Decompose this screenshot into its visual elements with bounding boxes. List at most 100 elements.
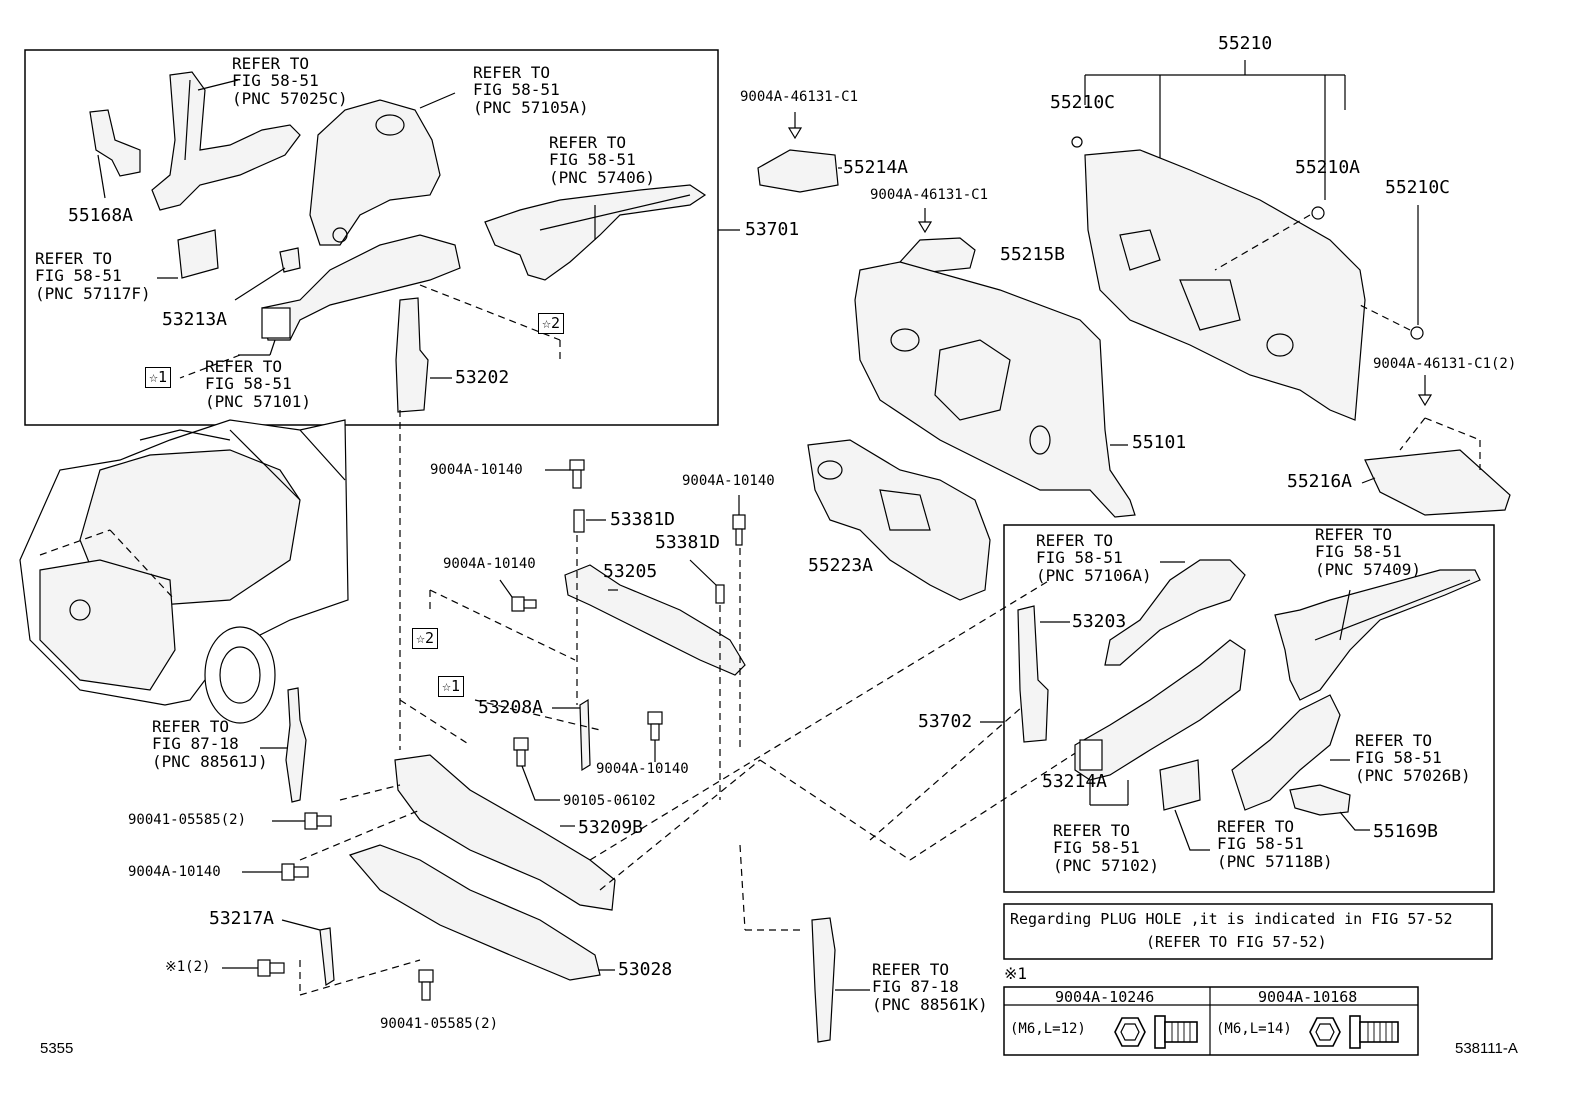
bolt-table-part-1: 9004A-10246 — [1055, 988, 1155, 1006]
label-90105-06102: 90105-06102 — [563, 793, 656, 809]
part-bracket-88561J — [285, 687, 307, 803]
label-ref-57117F: REFER TO FIG 58-51 (PNC 57117F) — [35, 249, 151, 303]
group-box-53702 — [1003, 524, 1495, 893]
label-53381D-b: 53381D — [655, 532, 721, 553]
label-53203: 53203 — [1072, 611, 1127, 632]
label-53217A: 53217A — [209, 908, 275, 929]
part-53202 — [395, 297, 429, 413]
part-55214A — [757, 149, 839, 193]
label-53213A: 53213A — [162, 309, 228, 330]
part-53381D-a — [573, 509, 585, 533]
label-ref-57101: REFER TO FIG 58-51 (PNC 57101) — [205, 357, 311, 411]
bolt-90105 — [513, 737, 529, 767]
part-apron-57106A — [1104, 559, 1246, 666]
vehicle-front-view — [19, 419, 349, 724]
bolt-9004A-left — [242, 863, 309, 881]
bolt-table-spec-1: (M6,L=12) — [1010, 1021, 1086, 1037]
plug-hole-note: Regarding PLUG HOLE ,it is indicated in … — [1010, 910, 1453, 928]
label-ref-57409: REFER TO FIG 58-51 (PNC 57409) — [1315, 525, 1421, 579]
label-55101: 55101 — [1132, 432, 1187, 453]
label-53701: 53701 — [745, 219, 800, 240]
label-55210A: 55210A — [1295, 157, 1361, 178]
part-pillar-57026B — [1231, 694, 1341, 811]
label-55216A: 55216A — [1287, 471, 1353, 492]
bolt-table-part-2: 9004A-10168 — [1258, 988, 1358, 1006]
bolt-table-spec-2: (M6,L=14) — [1216, 1021, 1292, 1037]
part-53213A — [279, 247, 301, 273]
label-ref-88561J: REFER TO FIG 87-18 (PNC 88561J) — [152, 717, 268, 771]
label-ref-57105A: REFER TO FIG 58-51 (PNC 57105A) — [473, 63, 589, 117]
label-9004A-10140-a: 9004A-10140 — [430, 462, 523, 478]
label-ref-88561K: REFER TO FIG 87-18 (PNC 88561K) — [872, 960, 988, 1014]
part-53208A — [579, 698, 591, 772]
bolt-x1 — [222, 959, 285, 977]
star-marker-2a: ☆2 — [538, 313, 565, 334]
group-box-53701 — [24, 49, 719, 426]
part-55169B — [1289, 784, 1351, 816]
label-ref-57025C: REFER TO FIG 58-51 (PNC 57025C) — [232, 54, 348, 108]
part-rail-57409 — [1274, 569, 1481, 701]
part-55216A — [1364, 449, 1511, 516]
part-silencer-55223A — [807, 439, 991, 601]
part-dash-55101 — [854, 261, 1136, 518]
label-ref-57406: REFER TO FIG 58-51 (PNC 57406) — [549, 133, 655, 187]
footer-page-code: 5355 — [40, 1040, 74, 1057]
footer-figure-code: 538111-A — [1455, 1040, 1518, 1057]
label-ref-57106A: REFER TO FIG 58-51 (PNC 57106A) — [1036, 531, 1152, 585]
part-53217A — [319, 927, 335, 987]
label-53028: 53028 — [618, 959, 673, 980]
bolt-90041-bottom — [418, 969, 434, 1001]
label-55168A: 55168A — [68, 205, 134, 226]
plug-hole-reference: (REFER TO FIG 57-52) — [1146, 933, 1327, 951]
label-53202: 53202 — [455, 367, 510, 388]
label-9004A-46131-b: 9004A-46131-C1 — [870, 187, 989, 203]
part-plate-57118B — [1159, 759, 1201, 811]
star-marker-1a: ☆1 — [145, 367, 172, 388]
bolt-9004A-right — [732, 514, 746, 546]
bolt-9004A-top-center — [569, 459, 585, 489]
part-bracket-88561K — [811, 917, 836, 1043]
label-9004A-46131-2: 9004A-46131-C1(2) — [1373, 356, 1517, 372]
part-53028 — [348, 844, 601, 981]
bolt-9004A-center — [647, 711, 663, 741]
part-53209B — [394, 754, 616, 911]
label-53205: 53205 — [603, 561, 658, 582]
label-9004A-10140-c: 9004A-10140 — [443, 556, 536, 572]
star-marker-1b: ☆1 — [438, 676, 465, 697]
label-55214A: 55214A — [843, 157, 909, 178]
label-90041-05585-a: 90041-05585(2) — [128, 812, 247, 828]
part-53203 — [1017, 605, 1049, 743]
star-marker-2b: ☆2 — [412, 628, 439, 649]
part-plate-57117F — [177, 229, 219, 279]
part-sidemember-57101 — [261, 234, 461, 341]
label-ref-57118B: REFER TO FIG 58-51 (PNC 57118B) — [1217, 817, 1333, 871]
label-53209B: 53209B — [578, 817, 644, 838]
part-dashpanel-55210 — [1084, 149, 1366, 421]
part-pillar-57025C — [151, 71, 301, 211]
part-apron-57105A — [309, 99, 441, 246]
part-55168A — [89, 109, 141, 177]
label-53208A: 53208A — [478, 697, 544, 718]
part-53381D-b — [715, 584, 725, 604]
label-9004A-10140-b: 9004A-10140 — [682, 473, 775, 489]
label-x1-2: ※1(2) — [165, 959, 211, 975]
label-90041-05585-b: 90041-05585(2) — [380, 1016, 499, 1032]
label-9004A-10140-e: 9004A-10140 — [128, 864, 221, 880]
label-55223A: 55223A — [808, 555, 874, 576]
bolt-9004A-mid — [511, 596, 537, 612]
note-mark-x1: ※1 — [1004, 964, 1028, 983]
label-55210: 55210 — [1218, 33, 1273, 54]
label-55215B: 55215B — [1000, 244, 1066, 265]
bolt-90041-left — [272, 812, 332, 830]
plug-note-box — [1003, 903, 1493, 960]
label-9004A-46131-a: 9004A-46131-C1 — [740, 89, 859, 105]
label-53702: 53702 — [918, 711, 973, 732]
label-53381D-a: 53381D — [610, 509, 676, 530]
label-55210C-a: 55210C — [1050, 92, 1116, 113]
label-ref-57102: REFER TO FIG 58-51 (PNC 57102) — [1053, 821, 1159, 875]
label-ref-57026B: REFER TO FIG 58-51 (PNC 57026B) — [1355, 731, 1471, 785]
label-55169B: 55169B — [1373, 821, 1439, 842]
label-53214A: 53214A — [1042, 771, 1108, 792]
